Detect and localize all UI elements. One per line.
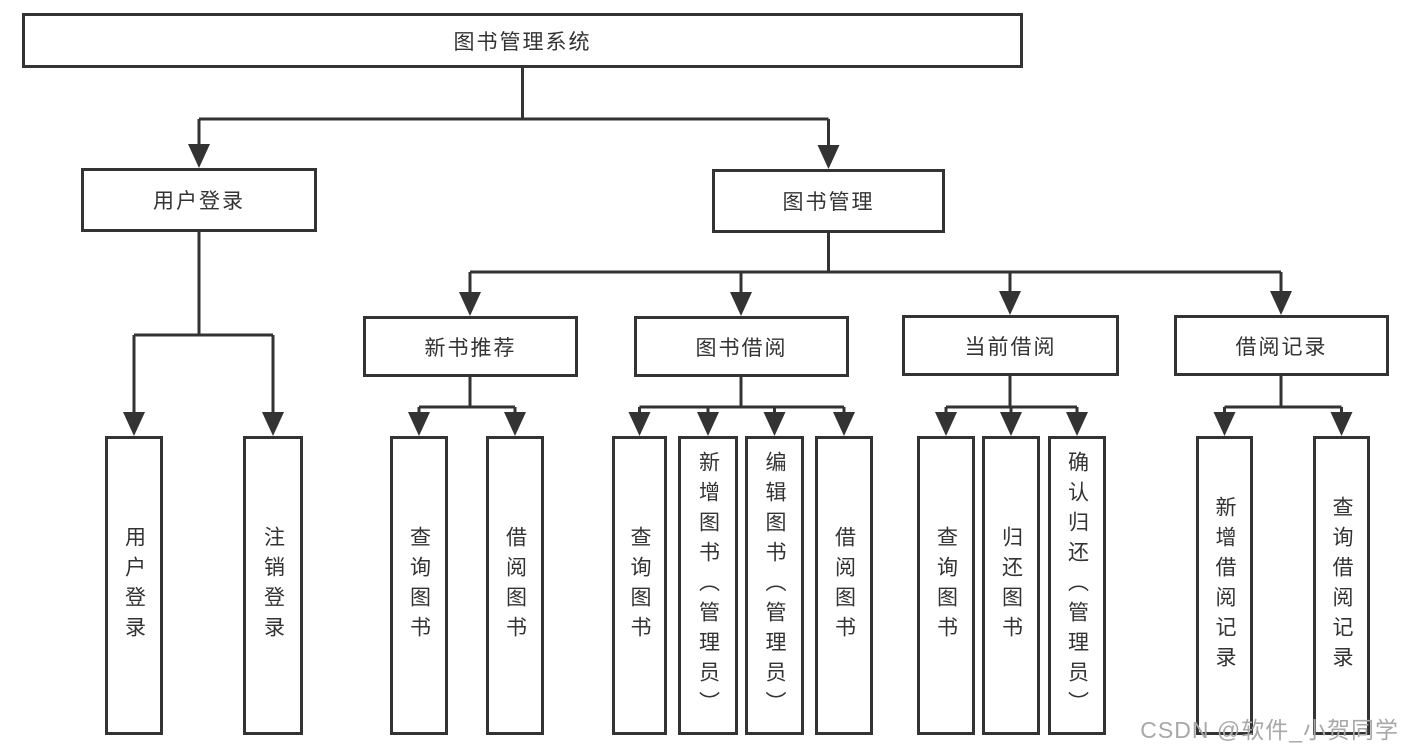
arrow-down-icon	[188, 144, 210, 168]
arrow-down-icon	[1330, 412, 1353, 436]
arrow-down-icon	[697, 412, 719, 436]
arrow-down-icon	[730, 292, 752, 316]
leaf-query-books-current: 查询图书	[917, 436, 975, 735]
arrow-down-icon	[935, 412, 957, 436]
leaf-edit-book-admin: 编辑图书（管理员）	[745, 436, 804, 735]
node-root: 图书管理系统	[22, 13, 1023, 68]
leaf-query-books-borrow: 查询图书	[612, 436, 667, 735]
arrow-down-icon	[408, 412, 430, 436]
leaf-add-book-admin: 新增图书（管理员）	[678, 436, 738, 735]
arrow-down-icon	[459, 292, 481, 316]
node-book-borrow: 图书借阅	[634, 316, 849, 377]
leaf-edit-book-admin-label: 编辑图书（管理员）	[763, 450, 786, 721]
leaf-borrow-books-label: 借阅图书	[832, 525, 856, 646]
node-current-borrow: 当前借阅	[902, 315, 1119, 376]
arrow-down-icon	[1270, 291, 1292, 315]
arrow-down-icon	[262, 412, 284, 436]
leaf-add-borrow-record-label: 新增借阅记录	[1213, 495, 1236, 676]
arrow-down-icon	[504, 412, 526, 436]
node-new-book-recommend: 新书推荐	[363, 316, 578, 377]
leaf-confirm-return-admin: 确认归还（管理员）	[1048, 436, 1106, 735]
leaf-borrow-books-recommend: 借阅图书	[486, 436, 544, 735]
node-borrow-records: 借阅记录	[1174, 315, 1389, 376]
leaf-confirm-return-admin-label: 确认归还（管理员）	[1065, 450, 1089, 721]
node-book-management: 图书管理	[712, 169, 945, 233]
leaf-query-books-recommend-label: 查询图书	[407, 525, 431, 646]
arrow-down-icon	[999, 291, 1021, 315]
arrow-down-icon	[763, 412, 786, 436]
leaf-query-books-borrow-label: 查询图书	[628, 525, 651, 646]
arrow-down-icon	[833, 412, 855, 436]
leaf-borrow-books-recommend-label: 借阅图书	[503, 525, 527, 646]
leaf-query-books-recommend: 查询图书	[390, 436, 448, 735]
arrow-down-icon	[1213, 412, 1236, 436]
leaf-borrow-books: 借阅图书	[815, 436, 873, 735]
arrow-down-icon	[628, 412, 651, 436]
leaf-query-borrow-record-label: 查询借阅记录	[1330, 495, 1353, 676]
leaf-add-borrow-record: 新增借阅记录	[1196, 436, 1253, 735]
arrow-down-icon	[1066, 412, 1088, 436]
csdn-watermark: CSDN @软件_小贺同学	[1140, 717, 1399, 743]
leaf-logout-label: 注销登录	[261, 525, 285, 646]
leaf-logout: 注销登录	[243, 436, 303, 735]
arrow-down-icon	[1000, 412, 1022, 436]
leaf-query-borrow-record: 查询借阅记录	[1313, 436, 1370, 735]
leaf-query-books-current-label: 查询图书	[934, 525, 958, 646]
leaf-return-books-label: 归还图书	[999, 525, 1023, 646]
arrow-down-icon	[123, 412, 145, 436]
leaf-add-book-admin-label: 新增图书（管理员）	[696, 450, 720, 721]
arrow-down-icon	[817, 145, 840, 169]
leaf-return-books: 归还图书	[982, 436, 1040, 735]
leaf-user-login-label: 用户登录	[122, 525, 146, 646]
node-user-login: 用户登录	[81, 168, 317, 232]
leaf-user-login: 用户登录	[105, 436, 163, 735]
